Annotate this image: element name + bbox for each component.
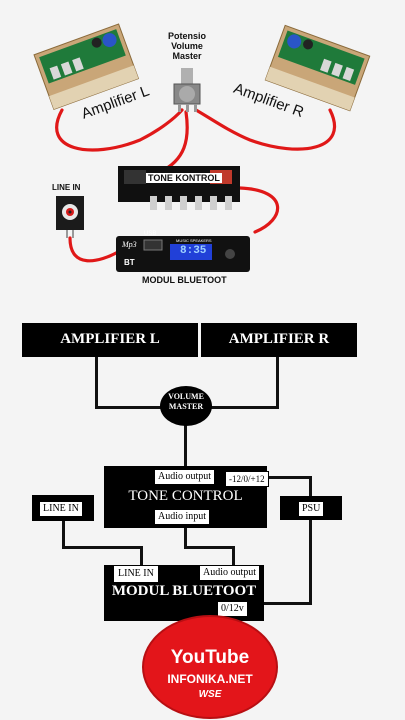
amplifier-r-label: AMPLIFIER R xyxy=(228,331,330,347)
photo-illustration xyxy=(33,23,371,272)
line-tone-input-down xyxy=(184,526,187,548)
line-psu-to-bt xyxy=(262,602,312,605)
tone-audio-input: Audio input xyxy=(154,509,211,525)
volume-potentiometer xyxy=(173,68,201,112)
tone-audio-output: Audio output xyxy=(154,469,216,485)
volume-master-circle xyxy=(160,386,212,426)
youtube-logo xyxy=(144,617,276,717)
wire-tone-to-bt xyxy=(238,186,280,234)
volume-label-line1: Potensio xyxy=(167,31,206,41)
volume-master-label: VOLUME MASTER xyxy=(160,392,212,412)
line-tone-to-psu xyxy=(258,476,310,479)
amplifier-l-label: AMPLIFIER L xyxy=(60,331,160,347)
line-psu-down-top xyxy=(309,476,312,498)
line-linein-down xyxy=(62,520,65,548)
bluetooth-module xyxy=(116,236,250,272)
youtube-logo-text: YouTube xyxy=(170,647,250,668)
modul-bluetooth-photo-label: MODUL BLUETOOT xyxy=(142,275,227,285)
line-in-jack xyxy=(56,196,84,238)
bt-brand-text: MUSIC SPEAKERS xyxy=(176,238,212,243)
wire-linein-to-bt xyxy=(68,236,120,263)
bt-bt-text: BT xyxy=(124,258,135,267)
psu-label: PSU xyxy=(298,501,325,517)
line-ampL-down xyxy=(95,356,98,408)
line-in-photo-label: LINE IN xyxy=(52,183,81,192)
volume-label-line2: Volume xyxy=(171,41,203,51)
line-ampR-down xyxy=(276,356,279,408)
wire-ampR-to-volume xyxy=(194,108,337,151)
line-linein-across xyxy=(62,546,142,549)
tone-control-title: TONE CONTROL xyxy=(128,488,243,504)
volume-label-line3: Master xyxy=(172,51,202,61)
line-bt-output-up xyxy=(232,546,235,566)
amplifier-right-board xyxy=(264,24,371,112)
bt-power: 0/12v xyxy=(217,601,248,617)
line-tone-input-across xyxy=(184,546,234,549)
bt-title: MODUL BLUETOOT xyxy=(111,583,257,599)
line-psu-down-bottom xyxy=(309,518,312,604)
bt-usb-text: USB xyxy=(144,231,157,237)
line-linein-to-bt xyxy=(140,546,143,566)
line-ampR-to-volume xyxy=(210,406,279,409)
line-ampL-to-volume xyxy=(95,406,165,409)
infonika-logo-text: INFONIKA.NET xyxy=(167,672,253,686)
tone-kontrol-label: TONE KONTROL xyxy=(146,173,222,183)
volume-master-line2: MASTER xyxy=(168,402,204,411)
bt-audio-output: Audio output xyxy=(199,565,261,581)
amplifier-r-box xyxy=(201,323,357,357)
bt-display: 8:35 xyxy=(180,245,207,257)
tone-power: -12/0/+12 xyxy=(225,471,269,487)
amplifier-left-board xyxy=(33,23,140,110)
line-in-label: LINE IN xyxy=(39,501,83,517)
wse-mark: WSE xyxy=(198,689,222,700)
bt-mp3-text: Mp3 xyxy=(122,240,137,249)
amplifier-l-box xyxy=(22,323,198,357)
wire-ampL-to-volume xyxy=(55,108,184,152)
wire-volume-to-tone xyxy=(158,110,189,174)
bt-line-in: LINE IN xyxy=(114,566,158,582)
volume-master-line1: VOLUME xyxy=(168,392,204,401)
line-volume-to-tone xyxy=(184,420,187,466)
volume-label: Potensio Volume Master xyxy=(155,31,219,61)
